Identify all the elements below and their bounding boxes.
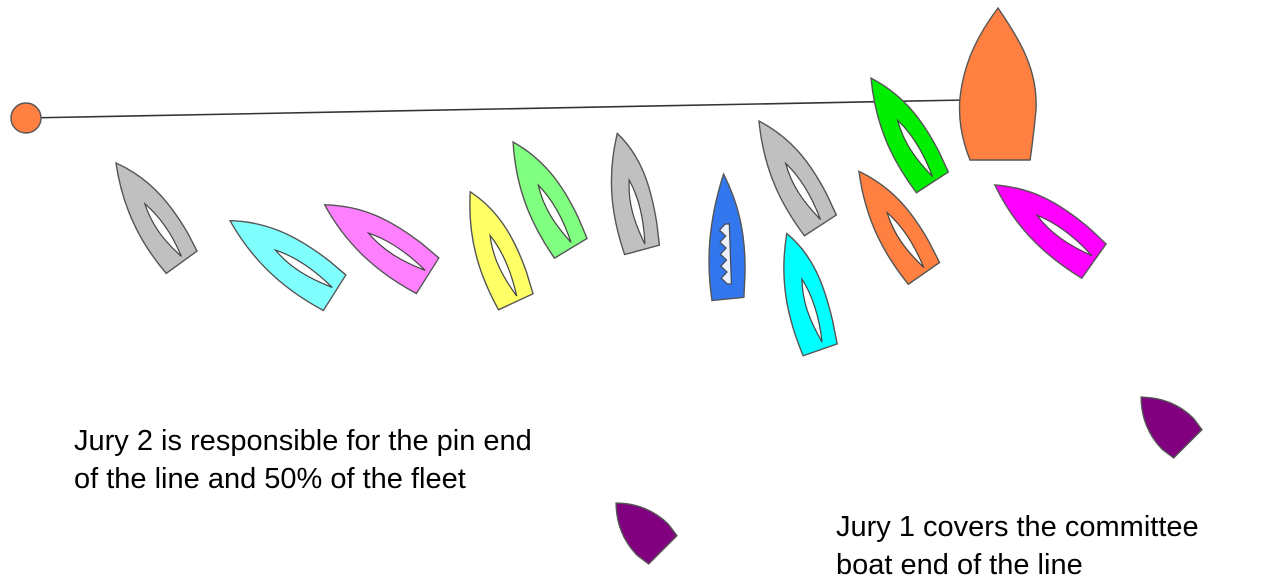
boat-grey-1 (99, 151, 200, 275)
start-line (26, 100, 966, 118)
boat-grey-2 (598, 129, 663, 255)
fleet (99, 67, 1109, 356)
pin-end-buoy (11, 103, 41, 133)
jury-2-caption: Jury 2 is responsible for the pin end of… (74, 422, 634, 498)
boat-grey-3 (742, 110, 840, 237)
jury-boat-2 (601, 488, 679, 566)
boat-cyan-2 (768, 228, 841, 356)
jury-boat-1 (1126, 382, 1204, 460)
committee-boat (959, 8, 1036, 160)
boat-magenta (981, 166, 1109, 280)
boat-yellow (452, 183, 536, 310)
boat-cyan-1 (217, 201, 348, 312)
jury-1-caption: Jury 1 covers the committee boat end of … (836, 508, 1272, 584)
boat-green (854, 67, 952, 194)
boat-blue (706, 173, 746, 300)
